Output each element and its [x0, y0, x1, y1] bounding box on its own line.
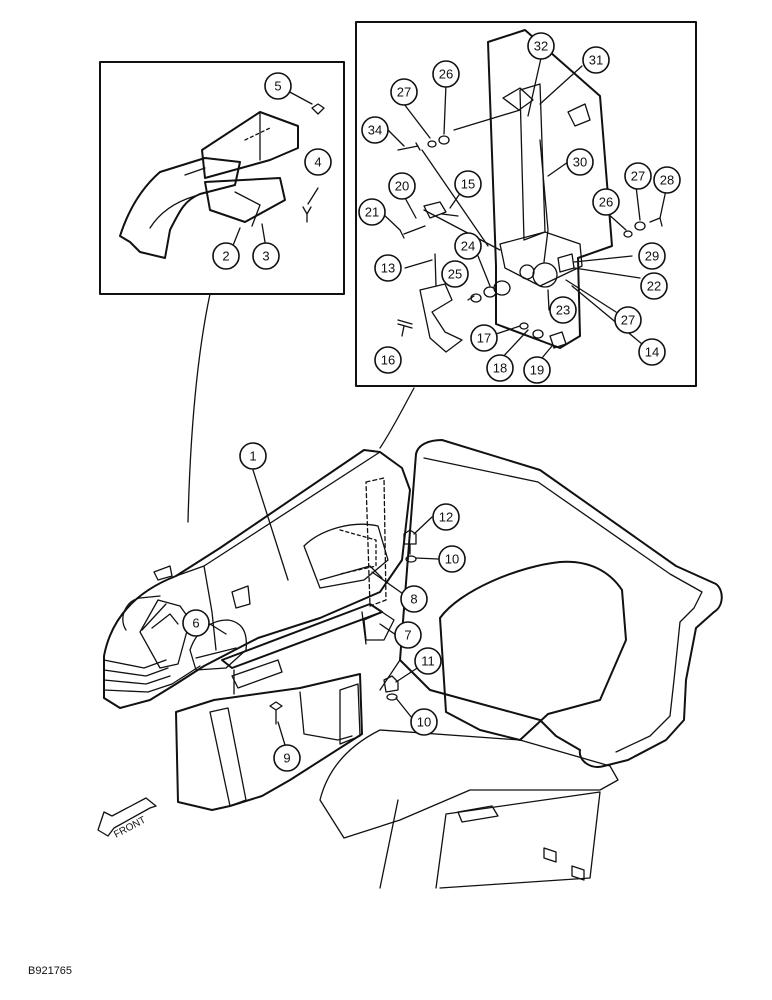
- detail-box-lock: [355, 21, 697, 387]
- svg-text:22: 22: [647, 279, 661, 294]
- svg-text:28: 28: [660, 173, 674, 188]
- svg-text:7: 7: [404, 628, 411, 643]
- svg-text:27: 27: [631, 169, 645, 184]
- svg-text:8: 8: [410, 592, 417, 607]
- callout-27: 27: [390, 78, 418, 106]
- callout-17: 17: [470, 324, 498, 352]
- svg-text:10: 10: [417, 715, 431, 730]
- svg-text:16: 16: [381, 353, 395, 368]
- callout-14: 16: [374, 346, 402, 374]
- svg-text:30: 30: [573, 155, 587, 170]
- callout-23: 23: [549, 296, 577, 324]
- callout-27b: 27: [624, 162, 652, 190]
- callout-11: 11: [414, 647, 442, 675]
- svg-text:3: 3: [262, 249, 269, 264]
- svg-text:29: 29: [645, 249, 659, 264]
- svg-text:13: 13: [381, 261, 395, 276]
- callout-16: 15: [454, 170, 482, 198]
- callout-1: 1: [239, 442, 267, 470]
- callout-6: 6: [182, 609, 210, 637]
- callout-3: 3: [252, 242, 280, 270]
- callout-15: 14: [638, 338, 666, 366]
- svg-text:34: 34: [368, 123, 382, 138]
- reference-number: B921765: [28, 965, 72, 977]
- callout-33: 32: [527, 32, 555, 60]
- callout-19: 19: [523, 356, 551, 384]
- svg-text:25: 25: [448, 267, 462, 282]
- svg-text:18: 18: [493, 361, 507, 376]
- callout-7: 7: [394, 621, 422, 649]
- callout-18: 18: [486, 354, 514, 382]
- svg-text:9: 9: [283, 751, 290, 766]
- front-arrow: [97, 797, 157, 837]
- callout-26b: 26: [592, 188, 620, 216]
- svg-text:24: 24: [461, 239, 475, 254]
- svg-text:15: 15: [461, 177, 475, 192]
- svg-text:31: 31: [589, 53, 603, 68]
- svg-text:26: 26: [599, 195, 613, 210]
- callout-20: 20: [388, 172, 416, 200]
- svg-text:20: 20: [395, 179, 409, 194]
- svg-text:12: 12: [439, 510, 453, 525]
- callout-4: 4: [304, 148, 332, 176]
- svg-text:19: 19: [530, 363, 544, 378]
- callout-10b: 10: [410, 708, 438, 736]
- svg-text:26: 26: [439, 67, 453, 82]
- callout-30: 29: [638, 242, 666, 270]
- svg-text:23: 23: [556, 303, 570, 318]
- main-assembly: FRONT: [97, 439, 723, 889]
- svg-text:17: 17: [477, 331, 491, 346]
- svg-text:5: 5: [274, 79, 281, 94]
- svg-text:32: 32: [534, 39, 548, 54]
- callout-26: 26: [432, 60, 460, 88]
- callout-10a: 10: [438, 545, 466, 573]
- callout-2: 2: [212, 242, 240, 270]
- svg-text:21: 21: [365, 205, 379, 220]
- callout-5: 5: [264, 72, 292, 100]
- svg-text:27: 27: [621, 313, 635, 328]
- callout-12: 12: [432, 503, 460, 531]
- callouts: 5 4 2 3 32 31 27 26 34 30 20 15 21 27 28…: [182, 32, 681, 772]
- callout-25: 25: [441, 260, 469, 288]
- callout-9: 9: [273, 744, 301, 772]
- svg-text:4: 4: [314, 155, 321, 170]
- callout-22: 22: [640, 272, 668, 300]
- callout-31: 30: [566, 148, 594, 176]
- callout-13: 13: [374, 254, 402, 282]
- svg-text:11: 11: [421, 654, 435, 669]
- svg-text:1: 1: [249, 449, 256, 464]
- svg-text:14: 14: [645, 345, 659, 360]
- callout-24: 24: [454, 232, 482, 260]
- svg-text:2: 2: [222, 249, 229, 264]
- svg-text:6: 6: [192, 616, 199, 631]
- callout-28: 28: [653, 166, 681, 194]
- callout-8: 8: [400, 585, 428, 613]
- svg-text:27: 27: [397, 85, 411, 100]
- callout-34: 34: [361, 116, 389, 144]
- callout-32: 31: [582, 46, 610, 74]
- detail-connectors: [187, 293, 415, 523]
- callout-29: 27: [614, 306, 642, 334]
- callout-21: 21: [358, 198, 386, 226]
- svg-text:10: 10: [445, 552, 459, 567]
